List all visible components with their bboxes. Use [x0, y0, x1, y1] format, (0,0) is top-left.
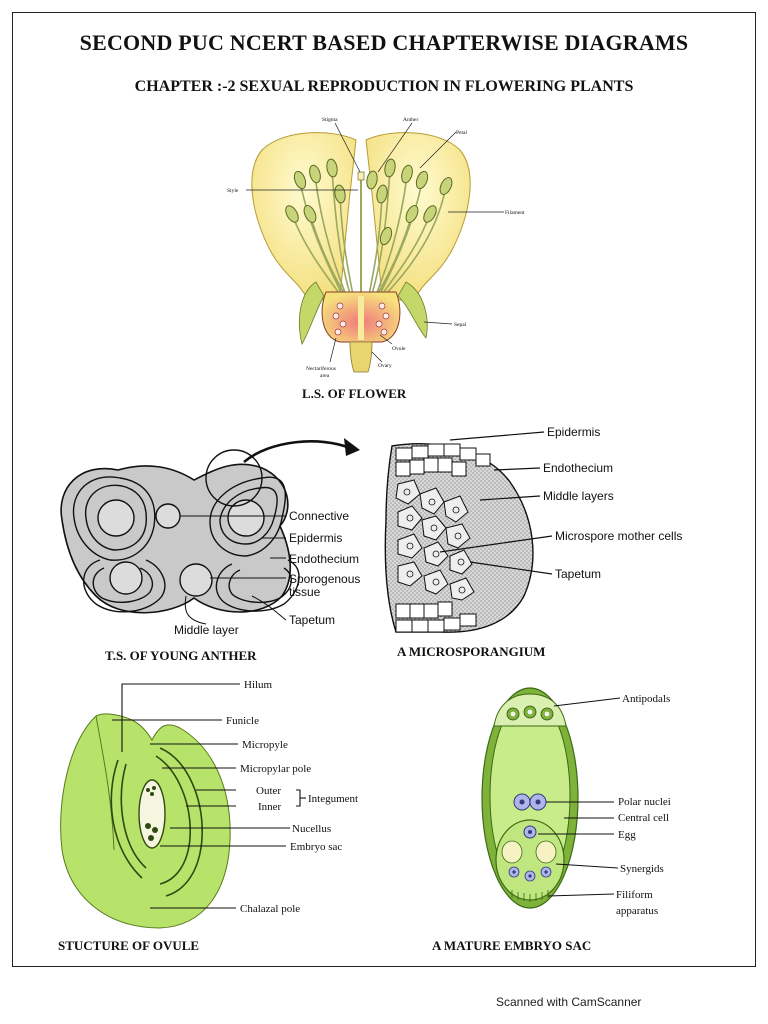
caption-ovule: STUCTURE OF OVULE	[58, 938, 199, 953]
label-integument: Integument	[308, 793, 358, 805]
label-connective: Connective	[289, 509, 349, 523]
anther-diagram: Connective Epidermis Endothecium Sporoge…	[60, 438, 360, 663]
label-egg: Egg	[618, 829, 636, 841]
label-filiform: Filiform	[616, 889, 653, 901]
embryo-sac-diagram: Antipodals Polar nuclei Central cell Egg…	[432, 687, 671, 953]
label-endothecium: Endothecium	[289, 552, 359, 566]
chapter-title: CHAPTER :-2 SEXUAL REPRODUCTION IN FLOWE…	[134, 78, 634, 95]
caption-microsporangium: A MICROSPORANGIUM	[397, 644, 545, 659]
label-sporogenous: Sporogenous	[289, 572, 360, 586]
label-tapetum: Tapetum	[289, 613, 335, 627]
flower-diagram: Stigma Anther Petal Style Filament Sepal…	[227, 117, 525, 401]
label-ms-middle-layers: Middle layers	[543, 489, 614, 503]
label-epidermis: Epidermis	[289, 531, 342, 545]
caption-anther: T.S. OF YOUNG ANTHER	[105, 648, 257, 663]
label-outer: Outer	[256, 785, 281, 797]
label-nucellus: Nucellus	[292, 823, 331, 835]
petal-left	[251, 132, 357, 301]
ovule-diagram: Hilum Funicle Micropyle Micropylar pole …	[58, 679, 358, 953]
label-micropylar-pole: Micropylar pole	[240, 763, 311, 775]
sepal-right	[397, 281, 428, 339]
label-micropyle: Micropyle	[242, 739, 288, 751]
label-chalazal-pole: Chalazal pole	[240, 903, 300, 915]
connective	[155, 503, 181, 529]
scanner-footer: Scanned with CamScanner	[496, 995, 642, 1009]
sepal-left	[299, 281, 325, 346]
petal-right	[365, 132, 471, 301]
label-sepal: Sepal	[454, 322, 467, 328]
embryo-sac	[138, 779, 166, 849]
label-stigma: Stigma	[322, 117, 338, 123]
label-polar-nuclei: Polar nuclei	[618, 796, 671, 808]
page-border	[12, 12, 756, 967]
label-filiform-apparatus: apparatus	[616, 905, 658, 917]
caption-embryo-sac: A MATURE EMBRYO SAC	[432, 938, 591, 953]
label-nectariferous-area: area	[320, 373, 330, 379]
label-central-cell: Central cell	[618, 812, 669, 824]
label-ms-microspore-mother-cells: Microspore mother cells	[555, 529, 682, 543]
label-inner: Inner	[258, 801, 282, 813]
label-ms-tapetum: Tapetum	[555, 567, 601, 581]
label-synergids: Synergids	[620, 863, 664, 875]
label-style: Style	[227, 188, 239, 194]
label-hilum: Hilum	[244, 679, 273, 691]
label-middle-layer: Middle layer	[174, 623, 239, 637]
label-funicle: Funicle	[226, 715, 259, 727]
label-nectariferous: Nectariferous	[306, 365, 336, 372]
label-sporogenous-tissue: tissue	[289, 585, 321, 599]
funicle	[95, 715, 115, 851]
label-antipodals: Antipodals	[622, 693, 670, 705]
label-petal: Petal	[456, 130, 467, 136]
arrow	[243, 440, 351, 463]
page-title: SECOND PUC NCERT BASED CHAPTERWISE DIAGR…	[79, 30, 689, 55]
label-ms-endothecium: Endothecium	[543, 461, 613, 475]
label-ovary: Ovary	[378, 363, 392, 369]
label-ovule: Ovule	[392, 346, 406, 352]
microsporangium-diagram: Epidermis Endothecium Middle layers Micr…	[384, 425, 682, 659]
label-filament: Filament	[505, 210, 525, 216]
label-anther: Anther	[403, 117, 418, 123]
caption-flower: L.S. OF FLOWER	[302, 386, 407, 401]
label-ms-epidermis: Epidermis	[547, 425, 600, 439]
label-embryo-sac: Embryo sac	[290, 841, 342, 853]
